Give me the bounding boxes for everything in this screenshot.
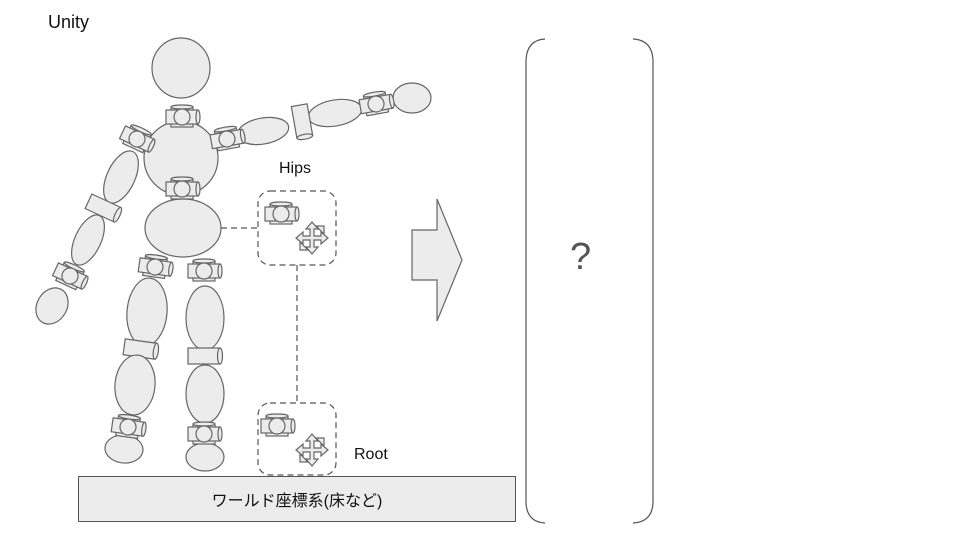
hips-joint-icon xyxy=(264,201,300,225)
thigh-left xyxy=(126,277,168,347)
humanoid-figure xyxy=(35,37,432,472)
hips-label: Hips xyxy=(279,160,312,177)
hand-left xyxy=(35,287,69,325)
hips-body xyxy=(144,198,222,258)
elbow-right xyxy=(290,103,314,142)
thigh-right xyxy=(185,285,225,351)
forearm-right xyxy=(307,98,363,128)
knee-right xyxy=(187,347,224,365)
unknown-result-mark: ? xyxy=(570,236,592,278)
root-move-icon xyxy=(295,433,329,467)
foot-right xyxy=(185,442,225,472)
wrist-right-joint xyxy=(357,88,397,118)
shin-right xyxy=(185,364,225,424)
ankle-left-joint xyxy=(110,412,149,441)
diagram-title: Unity xyxy=(48,12,90,32)
hand-right xyxy=(392,82,432,114)
forearm-left xyxy=(70,214,106,266)
world-floor-box: ワールド座標系(床など) xyxy=(78,476,516,522)
head xyxy=(151,37,211,99)
ankle-right-joint xyxy=(187,421,223,445)
root-joint-icon xyxy=(260,413,296,437)
shin-left xyxy=(114,354,156,416)
right-brace xyxy=(632,38,654,524)
neck-joint xyxy=(165,104,201,128)
root-label: Root xyxy=(354,446,388,463)
hip-left-joint xyxy=(137,252,176,281)
hips-move-icon xyxy=(295,221,329,255)
floor-label: ワールド座標系(床など) xyxy=(211,493,383,510)
right-arrow-icon xyxy=(411,198,463,322)
hip-right-joint xyxy=(187,258,223,282)
left-brace xyxy=(525,38,546,524)
